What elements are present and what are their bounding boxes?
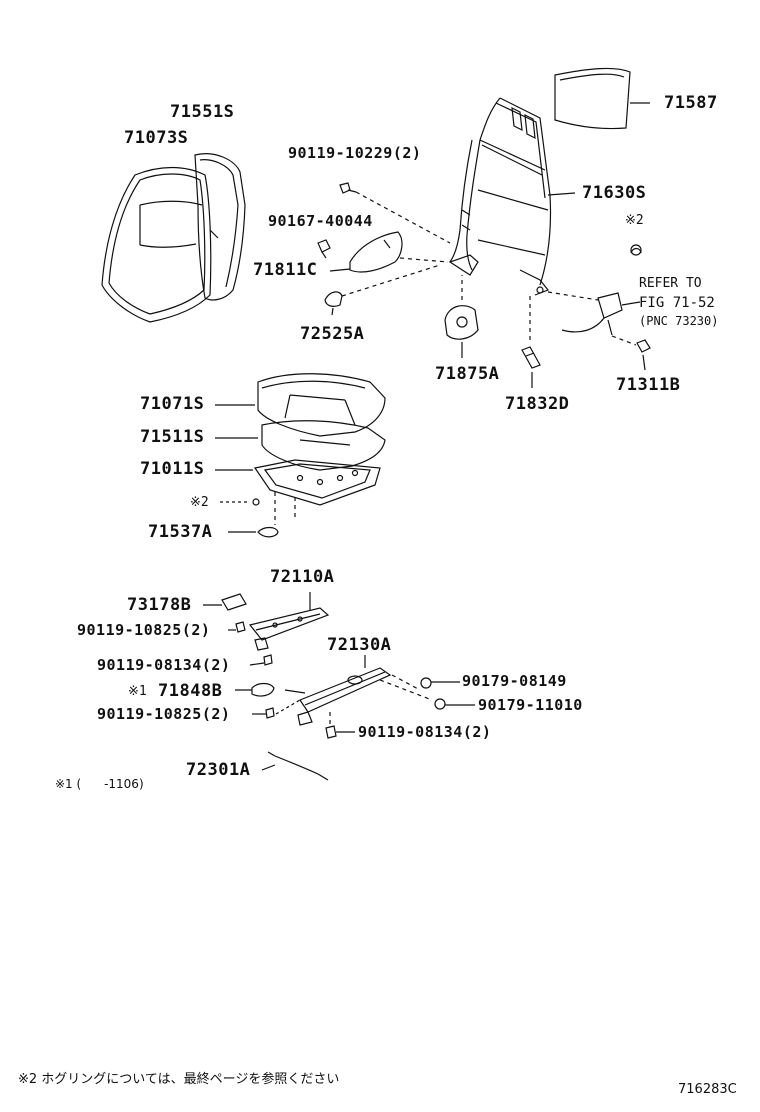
mark1-label: ※1 <box>128 684 147 699</box>
clip-71832d-drawing <box>521 295 541 388</box>
part-label-72525a: 72525A <box>300 324 365 344</box>
bolt-90119-10229-drawing <box>339 182 451 244</box>
part-label-71071s: 71071S <box>140 394 205 414</box>
footnote-1: ※1 ( -1106) <box>55 777 144 791</box>
cap-71537a-drawing <box>228 526 279 538</box>
adjuster-72130a-drawing <box>284 655 433 728</box>
adjuster-bolts-drawing <box>228 621 273 666</box>
recliner-71875a-drawing <box>444 275 479 358</box>
part-label-90179-11010: 90179-11010 <box>478 696 583 714</box>
part-label-71811c: 71811C <box>253 260 318 280</box>
part-label-71511s: 71511S <box>140 427 205 447</box>
seat-pad-drawing <box>215 420 386 471</box>
part-label-71630s: 71630S <box>582 183 647 203</box>
seatback-frame-drawing <box>448 97 576 296</box>
part-label-71551s: 71551S <box>170 102 235 122</box>
part-label-71832d: 71832D <box>505 394 570 414</box>
cover-71811c-drawing <box>329 231 449 273</box>
adjuster-72110a-drawing <box>248 592 330 651</box>
cable-72301a-drawing <box>261 751 329 781</box>
cap-72525a-drawing <box>324 264 441 316</box>
part-label-72130a: 72130A <box>327 635 392 655</box>
part-label-71875a: 71875A <box>435 364 500 384</box>
seatback-cover-drawing <box>101 153 246 323</box>
part-label-90179-08149: 90179-08149 <box>462 672 567 690</box>
part-label-90119-10825-a: 90119-10825(2) <box>77 621 211 639</box>
part-label-90119-10229: 90119-10229(2) <box>288 144 422 162</box>
lever-71848b-drawing <box>235 682 275 697</box>
hog-ring-mark-top: ※2 <box>625 213 644 228</box>
bolt-90167-40044-drawing <box>317 239 331 259</box>
part-label-90119-08134-a: 90119-08134(2) <box>97 656 231 674</box>
part-label-71011s: 71011S <box>140 459 205 479</box>
hog-ring-drawing <box>630 247 642 254</box>
part-label-90119-08134-b: 90119-08134(2) <box>358 723 492 741</box>
nuts-90179-drawing <box>420 677 475 710</box>
part-label-71073s: 71073S <box>124 128 189 148</box>
part-label-72301a: 72301A <box>186 760 251 780</box>
part-label-72110a: 72110A <box>270 567 335 587</box>
part-label-71848b: 71848B <box>158 681 223 701</box>
part-label-90167-40044: 90167-40044 <box>268 212 373 230</box>
buckle-drawing <box>547 244 651 371</box>
refer-line-3: (PNC 73230) <box>639 314 719 328</box>
part-label-90119-10825-b: 90119-10825(2) <box>97 705 231 723</box>
part-label-71311b: 71311B <box>616 375 681 395</box>
seat-frame-drawing <box>215 459 381 525</box>
hog-ring-mark-mid: ※2 <box>190 495 209 510</box>
part-label-73178b: 73178B <box>127 595 192 615</box>
part-label-71537a: 71537A <box>148 522 213 542</box>
refer-line-1: REFER TO <box>639 276 702 291</box>
figure-id: 716283C <box>678 1082 737 1097</box>
refer-line-2: FIG 71-52 <box>639 295 715 311</box>
seat-cushion-drawing <box>215 373 386 437</box>
part-label-71587: 71587 <box>664 93 718 113</box>
headrest-drawing <box>554 67 650 130</box>
cover-73178b-drawing <box>203 593 247 611</box>
lower-bolts-drawing <box>252 699 355 739</box>
footnote-2: ※2 ホグリングについては、最終ページを参照ください <box>18 1072 340 1087</box>
